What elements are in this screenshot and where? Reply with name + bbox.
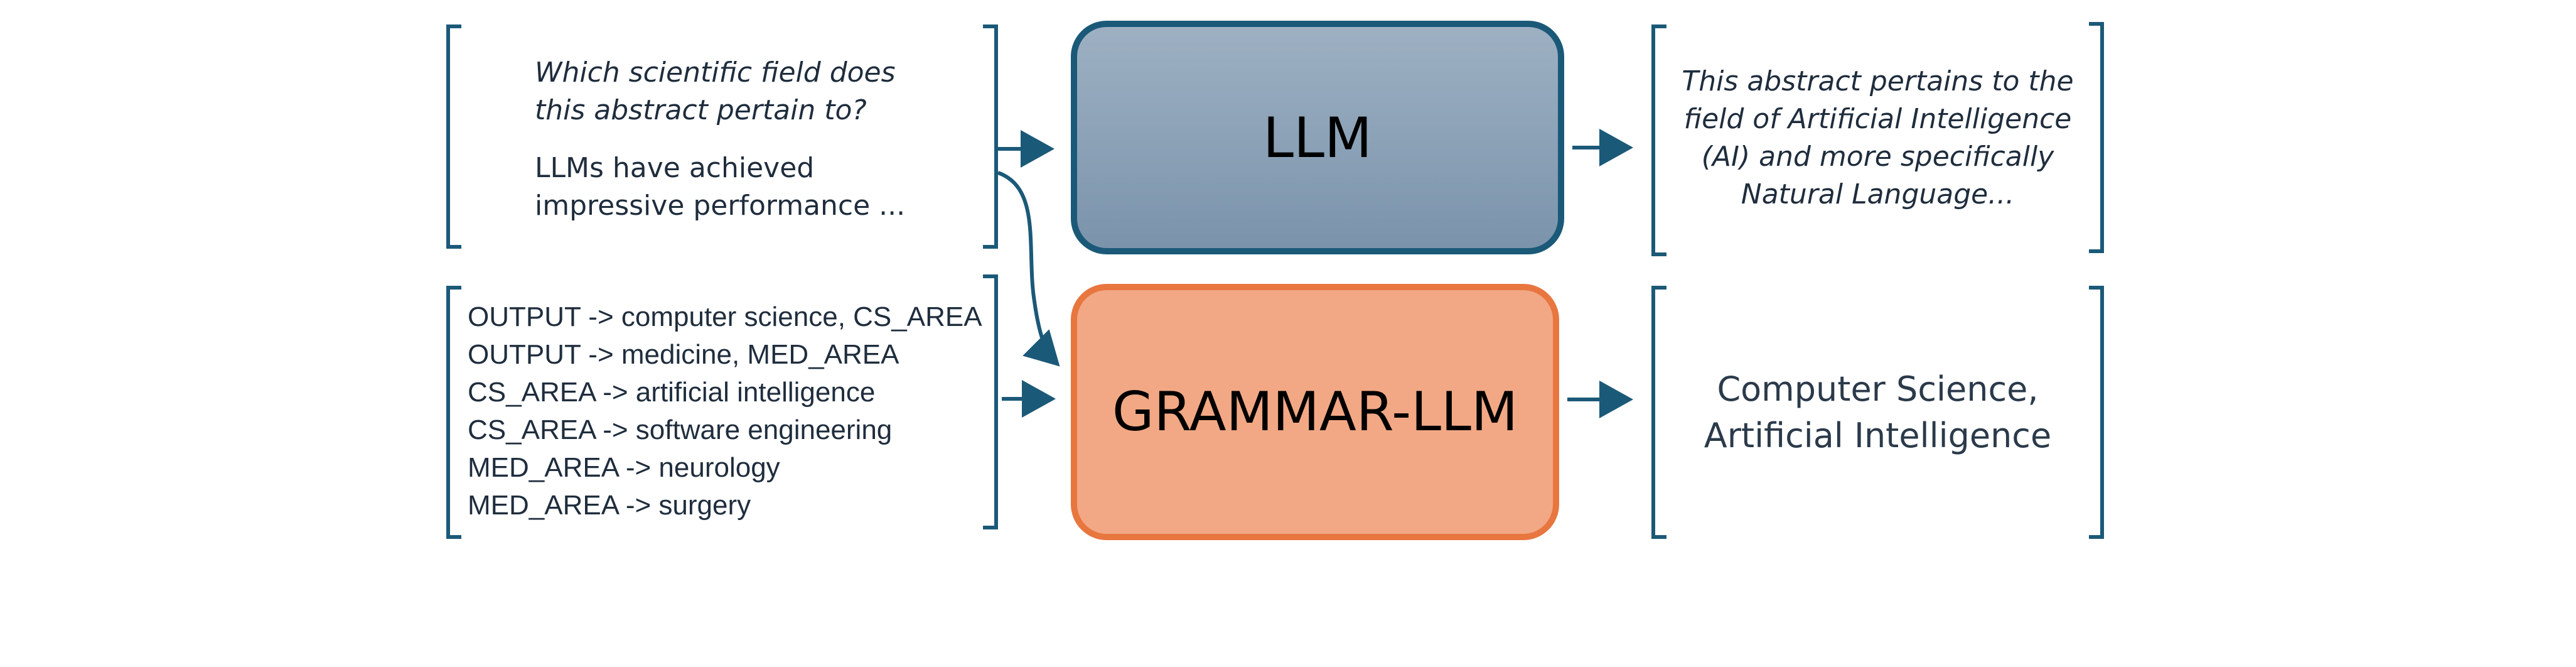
input-prompt-left-bracket — [446, 24, 461, 249]
arrow-prompt-to-grammar-llm — [997, 171, 1060, 367]
grammar-rule: MED_AREA -> surgery — [468, 490, 751, 521]
grammar-llm-label: GRAMMAR-LLM — [1112, 381, 1518, 443]
grammar-output-right-bracket — [2089, 286, 2104, 539]
grammar-rule: CS_AREA -> artificial intelligence — [468, 377, 876, 408]
llm-output-line-1: This abstract pertains to the — [1682, 65, 2074, 97]
abstract-line-2: impressive performance ... — [535, 190, 906, 222]
llm-output-right-bracket — [2089, 22, 2104, 253]
llm-output-line-4: Natural Language... — [1741, 178, 2015, 210]
llm-output-line-3: (AI) and more specifically — [1701, 141, 2054, 173]
grammar-rule: OUTPUT -> medicine, MED_AREA — [468, 339, 899, 370]
grammar-output-line-2: Artificial Intelligence — [1704, 416, 2052, 455]
llm-label: LLM — [1263, 105, 1372, 170]
llm-box — [1071, 21, 1564, 254]
grammar-rule: MED_AREA -> neurology — [468, 452, 780, 483]
grammar-output-line-1: Computer Science, — [1717, 369, 2039, 409]
abstract-line-1: LLMs have achieved — [535, 152, 815, 184]
question-line-1: Which scientific field does — [535, 57, 896, 89]
grammar-rule: CS_AREA -> software engineering — [468, 415, 893, 445]
grammar-llm-box — [1071, 284, 1559, 540]
question-line-2: this abstract pertain to? — [535, 94, 867, 126]
grammar-output-left-bracket — [1651, 286, 1666, 539]
llm-output-line-2: field of Artificial Intelligence — [1683, 103, 2072, 135]
grammar-right-bracket — [983, 274, 998, 529]
grammar-left-bracket — [446, 286, 461, 539]
llm-output-left-bracket — [1651, 24, 1666, 256]
input-prompt-right-bracket — [983, 24, 998, 249]
grammar-rule: OUTPUT -> computer science, CS_AREA — [468, 301, 982, 332]
